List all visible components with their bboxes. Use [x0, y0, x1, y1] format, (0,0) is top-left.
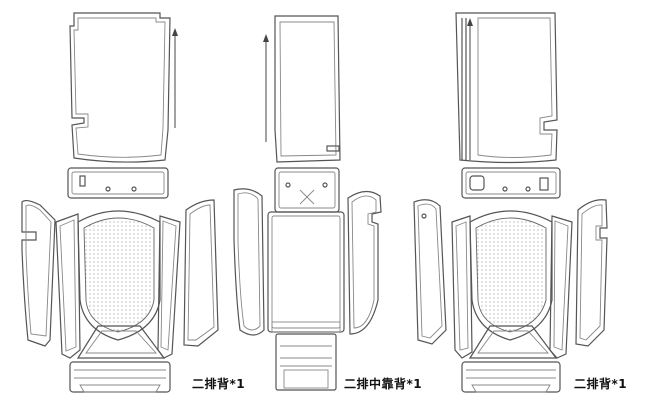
left-side-bolster-inner [25, 204, 52, 337]
middle-backrest-panel [274, 15, 341, 163]
left-part-label: 二排背*1 [192, 377, 246, 391]
left-seat-back-set [21, 12, 219, 393]
left-bottom-base [69, 361, 171, 393]
left-center-insert [77, 210, 161, 341]
middle-seat-back-set [233, 15, 382, 391]
left-narrow-strip [55, 213, 81, 359]
middle-center-panel [267, 211, 345, 333]
middle-part-label: 二排中靠背*1 [344, 377, 423, 391]
right-left-narrow-strip [451, 215, 473, 359]
right-part-label: 二排背*1 [574, 377, 628, 391]
left-right-narrow-strip [157, 215, 181, 359]
right-center-insert [469, 210, 553, 341]
middle-up-arrow [263, 34, 269, 142]
right-left-bolster-outer [413, 199, 447, 345]
right-right-narrow-strip [549, 215, 573, 359]
right-bottom-base [461, 361, 561, 393]
left-upper-panel [67, 167, 169, 199]
right-bottom-trapezoid [468, 325, 558, 359]
right-backrest-panel [455, 12, 558, 164]
right-upper-panel [461, 167, 561, 199]
middle-right-bolster [347, 190, 382, 335]
right-up-arrow [467, 18, 473, 160]
left-backrest-panel [69, 12, 171, 163]
right-seat-back-set [413, 12, 608, 393]
middle-bottom-base [275, 333, 337, 391]
left-bottom-trapezoid [76, 325, 166, 359]
middle-left-bolster [233, 188, 265, 336]
right-right-bolster-outer [575, 199, 608, 347]
left-right-bolster-outer [183, 199, 219, 347]
left-up-arrow [172, 28, 178, 128]
middle-upper-panel [274, 167, 340, 213]
left-side-bolster-outer [21, 199, 56, 347]
